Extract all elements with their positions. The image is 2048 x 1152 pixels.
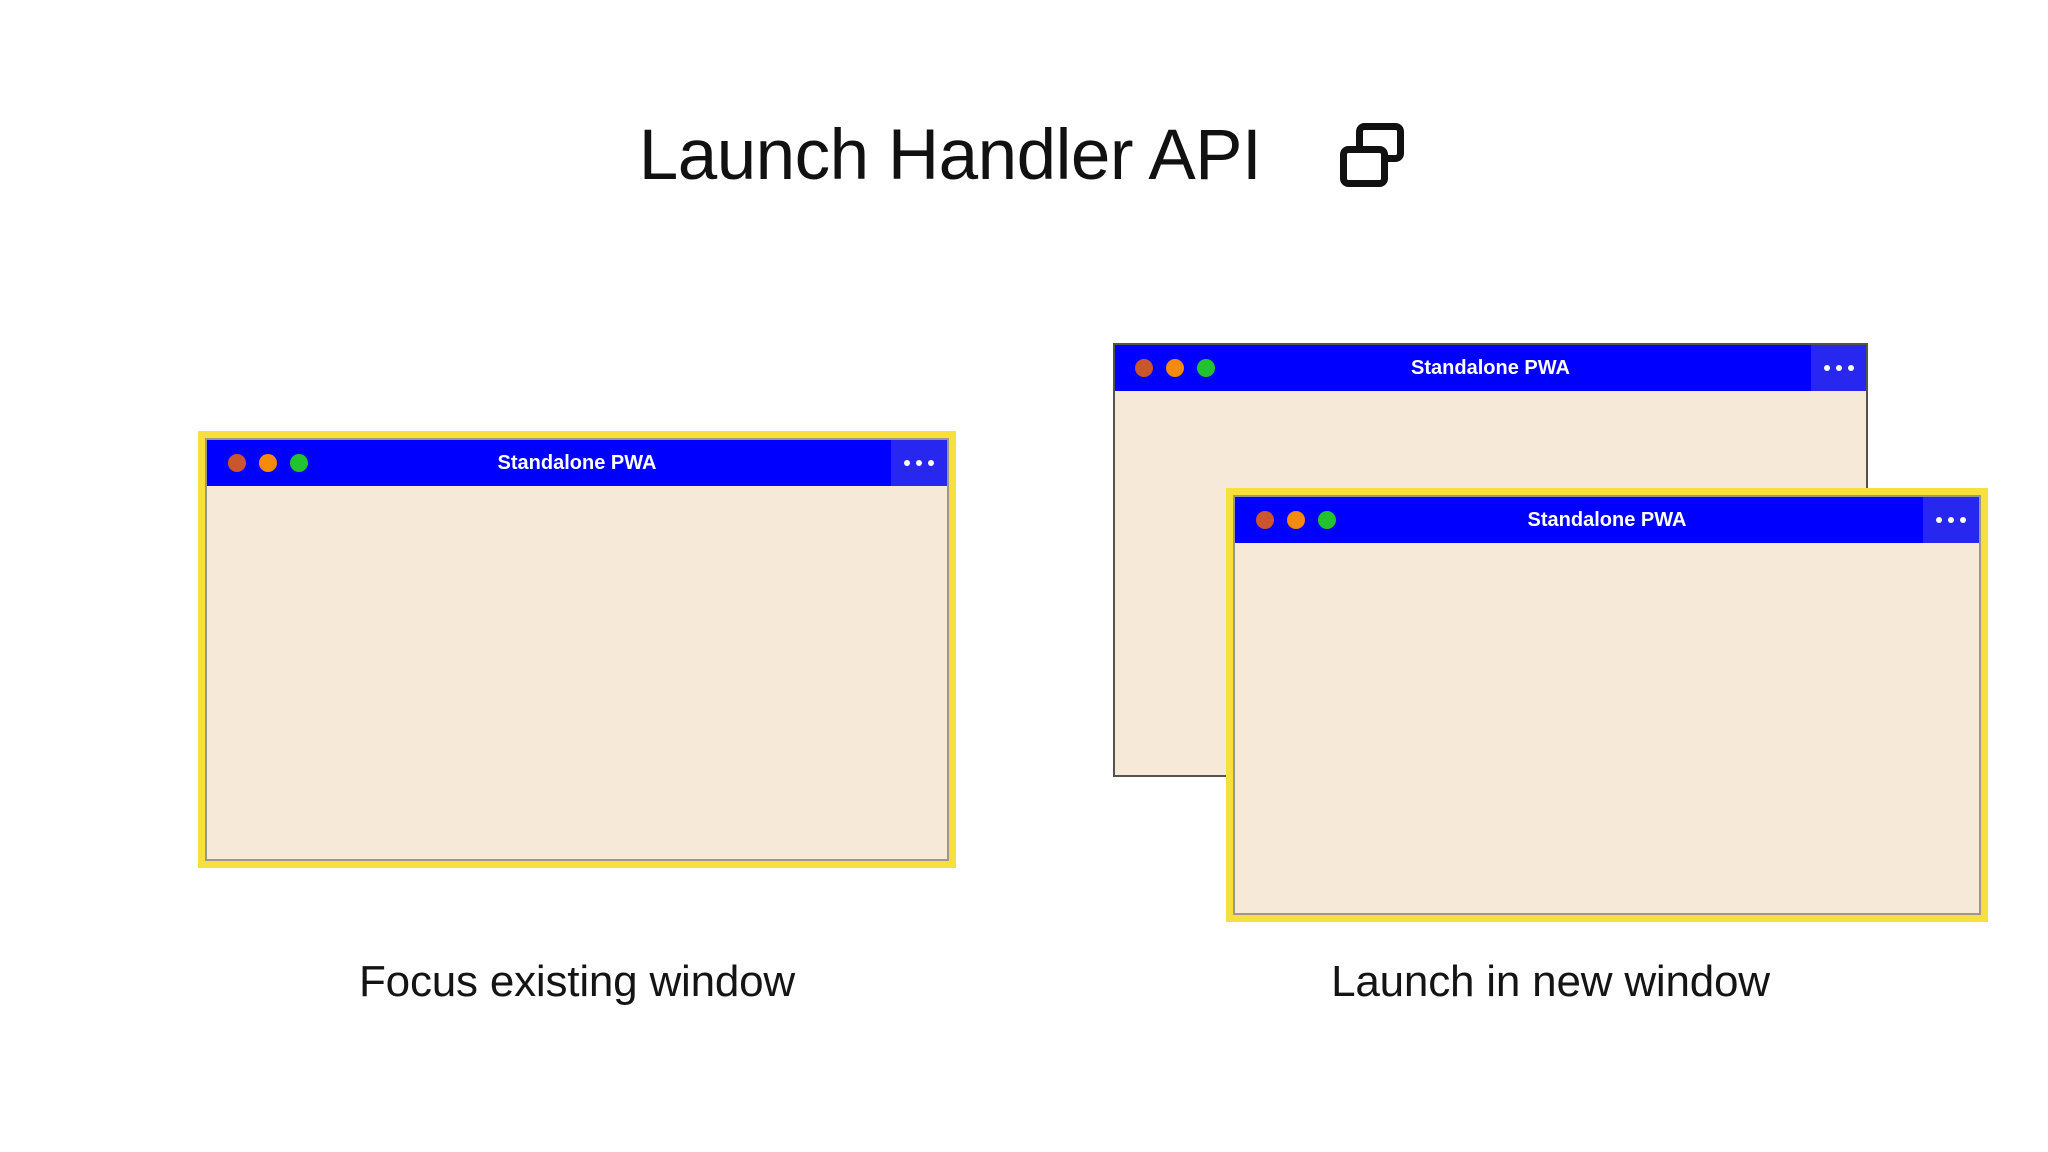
standalone-pwa-window-focused[interactable]: Standalone PWA bbox=[198, 431, 956, 868]
window-menu-button[interactable] bbox=[1923, 497, 1979, 543]
minimize-dot[interactable] bbox=[259, 454, 277, 472]
page-header: Launch Handler API bbox=[0, 118, 2048, 192]
standalone-pwa-window-new[interactable]: Standalone PWA bbox=[1226, 488, 1988, 922]
traffic-lights[interactable] bbox=[1135, 359, 1215, 377]
maximize-dot[interactable] bbox=[290, 454, 308, 472]
ellipsis-icon bbox=[904, 460, 934, 466]
traffic-lights[interactable] bbox=[1256, 511, 1336, 529]
window-inner: Standalone PWA bbox=[1233, 495, 1981, 915]
window-titlebar[interactable]: Standalone PWA bbox=[207, 440, 947, 486]
window-menu-button[interactable] bbox=[1811, 345, 1866, 391]
page-title: Launch Handler API bbox=[638, 115, 1262, 195]
window-content-area bbox=[207, 486, 947, 859]
window-titlebar[interactable]: Standalone PWA bbox=[1115, 345, 1866, 391]
traffic-lights[interactable] bbox=[228, 454, 308, 472]
window-title: Standalone PWA bbox=[497, 451, 657, 474]
maximize-dot[interactable] bbox=[1318, 511, 1336, 529]
window-title: Standalone PWA bbox=[1527, 508, 1687, 531]
multi-window-icon bbox=[1335, 118, 1409, 192]
close-dot[interactable] bbox=[228, 454, 246, 472]
ellipsis-icon bbox=[1823, 365, 1854, 371]
window-titlebar[interactable]: Standalone PWA bbox=[1235, 497, 1979, 543]
window-menu-button[interactable] bbox=[891, 440, 947, 486]
close-dot[interactable] bbox=[1256, 511, 1274, 529]
window-content-area bbox=[1235, 543, 1979, 913]
caption-focus-existing-window: Focus existing window bbox=[359, 957, 795, 1006]
close-dot[interactable] bbox=[1135, 359, 1153, 377]
caption-launch-in-new-window: Launch in new window bbox=[1331, 957, 1770, 1006]
window-title: Standalone PWA bbox=[1411, 356, 1570, 379]
window-inner: Standalone PWA bbox=[205, 438, 949, 861]
ellipsis-icon bbox=[1936, 517, 1966, 523]
maximize-dot[interactable] bbox=[1197, 359, 1215, 377]
minimize-dot[interactable] bbox=[1166, 359, 1184, 377]
minimize-dot[interactable] bbox=[1287, 511, 1305, 529]
